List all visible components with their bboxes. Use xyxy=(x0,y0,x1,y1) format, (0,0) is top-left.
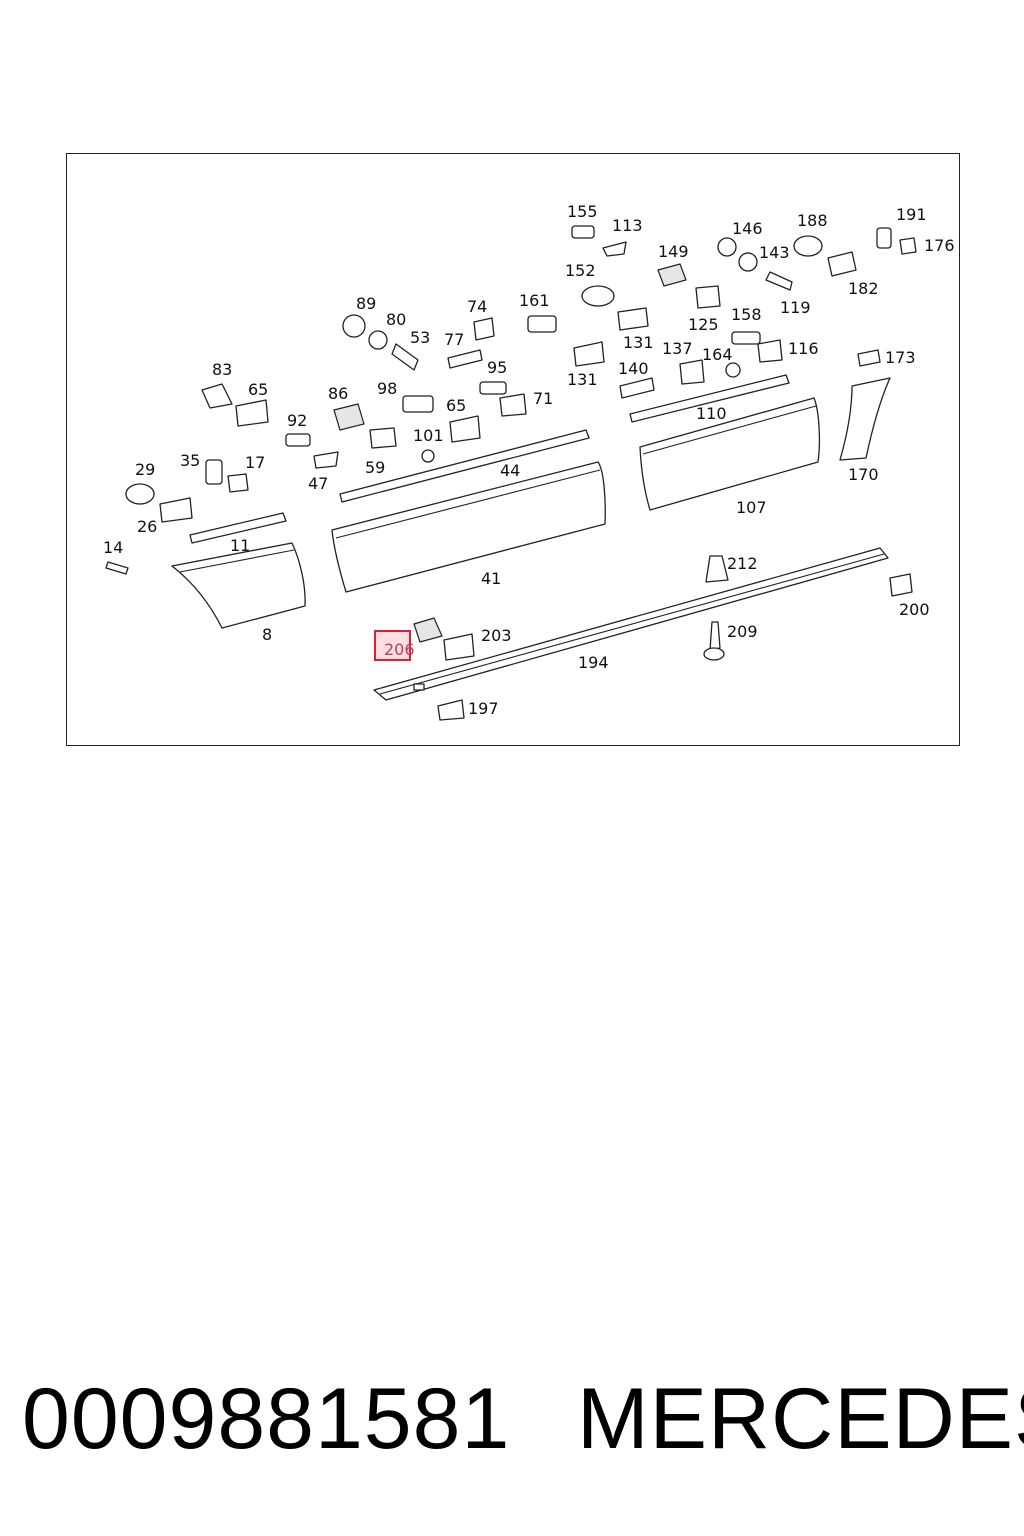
label-164: 164 xyxy=(702,345,733,364)
molding-8-panel xyxy=(171,542,306,629)
sill-194-rocker xyxy=(373,547,889,701)
label-71: 71 xyxy=(533,389,553,408)
label-116: 116 xyxy=(788,339,819,358)
label-29: 29 xyxy=(135,460,155,479)
molding-110-strip xyxy=(629,374,790,423)
molding-11-strip xyxy=(189,512,287,544)
label-188: 188 xyxy=(797,211,828,230)
label-86: 86 xyxy=(328,384,348,403)
label-95: 95 xyxy=(487,358,507,377)
label-194: 194 xyxy=(578,653,609,672)
label-26: 26 xyxy=(137,517,157,536)
label-131-b: 131 xyxy=(567,370,598,389)
highlight-box-206 xyxy=(374,630,411,661)
small-clips xyxy=(105,225,917,721)
label-98: 98 xyxy=(377,379,397,398)
label-107: 107 xyxy=(736,498,767,517)
label-83: 83 xyxy=(212,360,232,379)
label-92: 92 xyxy=(287,411,307,430)
label-152: 152 xyxy=(565,261,596,280)
label-161: 161 xyxy=(519,291,550,310)
label-11: 11 xyxy=(230,536,250,555)
label-89: 89 xyxy=(356,294,376,313)
label-53: 53 xyxy=(410,328,430,347)
label-182: 182 xyxy=(848,279,879,298)
label-137: 137 xyxy=(662,339,693,358)
label-110: 110 xyxy=(696,404,727,423)
label-140: 140 xyxy=(618,359,649,378)
label-17: 17 xyxy=(245,453,265,472)
label-206: 206 xyxy=(384,640,415,659)
label-65-a: 65 xyxy=(248,380,268,399)
label-14: 14 xyxy=(103,538,123,557)
molding-41-panel xyxy=(331,461,606,593)
label-131-a: 131 xyxy=(623,333,654,352)
label-176: 176 xyxy=(924,236,955,255)
label-146: 146 xyxy=(732,219,763,238)
label-8: 8 xyxy=(262,625,272,644)
label-101: 101 xyxy=(413,426,444,445)
label-41: 41 xyxy=(481,569,501,588)
label-59: 59 xyxy=(365,458,385,477)
label-203: 203 xyxy=(481,626,512,645)
label-191: 191 xyxy=(896,205,927,224)
label-77: 77 xyxy=(444,330,464,349)
molding-44-strip xyxy=(339,429,590,503)
label-155: 155 xyxy=(567,202,598,221)
footer: 0009881581 MERCEDES xyxy=(0,1370,1024,1470)
label-125: 125 xyxy=(688,315,719,334)
label-173: 173 xyxy=(885,348,916,367)
label-197: 197 xyxy=(468,699,499,718)
label-158: 158 xyxy=(731,305,762,324)
label-113: 113 xyxy=(612,216,643,235)
label-200: 200 xyxy=(899,600,930,619)
molding-170-trim xyxy=(839,377,891,461)
label-143: 143 xyxy=(759,243,790,262)
brand-name: MERCEDES xyxy=(577,1371,1024,1467)
diagram-frame xyxy=(66,153,960,746)
label-209: 209 xyxy=(727,622,758,641)
label-47: 47 xyxy=(308,474,328,493)
label-80: 80 xyxy=(386,310,406,329)
label-149: 149 xyxy=(658,242,689,261)
label-44: 44 xyxy=(500,461,520,480)
label-170: 170 xyxy=(848,465,879,484)
molding-107-panel xyxy=(639,397,821,511)
label-119: 119 xyxy=(780,298,811,317)
part-labels: 155 113 146 188 191 176 149 143 152 182 … xyxy=(103,202,955,718)
part-number: 0009881581 xyxy=(22,1371,511,1467)
label-212: 212 xyxy=(727,554,758,573)
label-74: 74 xyxy=(467,297,487,316)
label-35: 35 xyxy=(180,451,200,470)
label-65-b: 65 xyxy=(446,396,466,415)
